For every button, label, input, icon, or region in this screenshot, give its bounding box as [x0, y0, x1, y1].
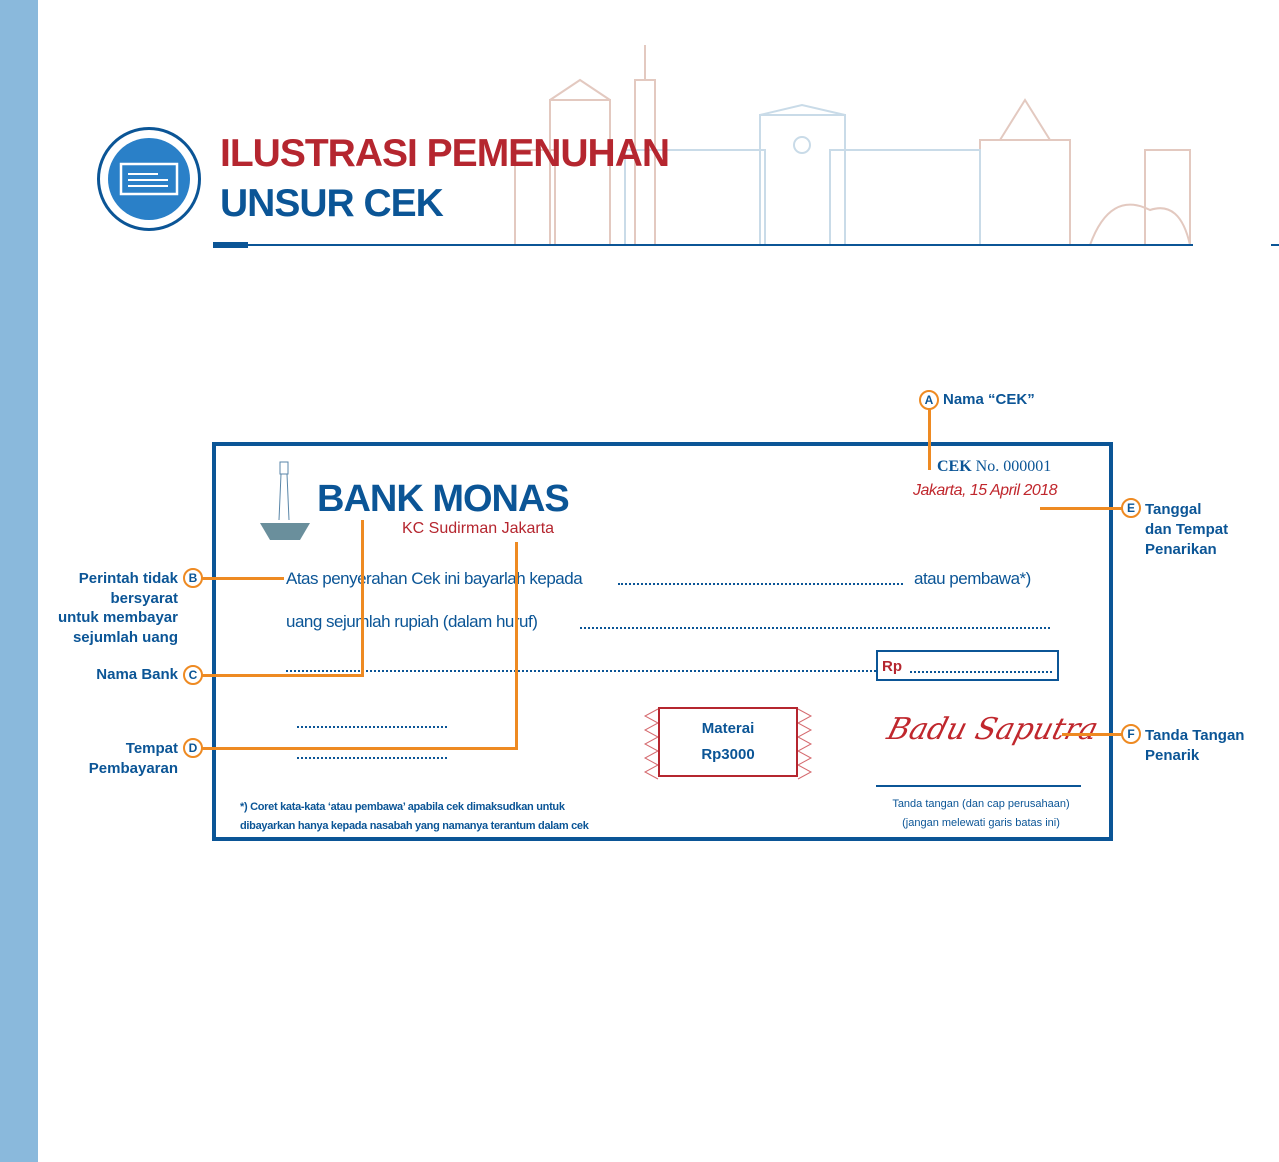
amount-figure-field	[910, 671, 1052, 673]
rp-label: Rp	[882, 658, 902, 675]
bank-name: BANK MONAS	[317, 478, 570, 520]
city-skyline-illustration	[514, 45, 1191, 245]
divider-tick	[1271, 244, 1279, 246]
monas-monument-logo	[260, 461, 310, 540]
badge-d: D	[183, 738, 203, 758]
footnote-1: *) Coret kata-kata ‘atau pembawa’ apabil…	[240, 801, 565, 813]
cheque	[212, 442, 1113, 841]
side-stripe	[0, 0, 38, 1162]
payment-place-field-1	[297, 726, 447, 728]
bank-branch: KC Sudirman Jakarta	[402, 520, 555, 537]
payee-field	[618, 583, 903, 585]
footnote-2: dibayarkan hanya kepada nasabah yang nam…	[240, 820, 589, 832]
signature: Badu Saputra	[883, 712, 1102, 747]
signature-caption-1: Tanda tangan (dan cap perusahaan)	[892, 798, 1070, 810]
connector-b	[202, 577, 284, 580]
label-c: Nama Bank	[96, 666, 178, 683]
connector-f	[1062, 733, 1122, 736]
amount-words-field	[580, 627, 1050, 629]
badge-f: F	[1121, 724, 1141, 744]
cheque-number: CEK No. 000001	[937, 458, 1052, 475]
page-title-line1: ILUSTRASI PEMENUHAN	[220, 132, 670, 175]
bearer-text: atau pembawa*)	[914, 569, 1031, 588]
badge-c: C	[183, 665, 203, 685]
header-divider	[213, 244, 1193, 246]
signature-line	[876, 785, 1081, 787]
amount-words-label: uang sejumlah rupiah (dalam huruf)	[286, 612, 538, 631]
cheque-icon	[108, 138, 190, 220]
date-place: Jakarta, 15 April 2018	[913, 482, 1058, 499]
pay-to-text: Atas penyerahan Cek ini bayarlah kepada	[286, 569, 583, 588]
connector-c-vertical	[361, 520, 364, 677]
connector-d	[202, 747, 518, 750]
header-icon-ring	[97, 127, 201, 231]
connector-a	[928, 408, 931, 470]
connector-d-vertical	[515, 542, 518, 750]
amount-words-field-2	[286, 670, 876, 672]
stamp-zigzag	[643, 708, 813, 780]
badge-e: E	[1121, 498, 1141, 518]
signature-caption-2: (jangan melewati garis batas ini)	[902, 817, 1060, 829]
connector-e	[1040, 507, 1122, 510]
stamp-value: Rp3000	[701, 746, 755, 763]
amount-figure-box: Rp	[876, 650, 1059, 681]
stamp-duty-box: Materai Rp3000	[658, 707, 798, 777]
connector-c	[202, 674, 364, 677]
badge-a: A	[919, 390, 939, 410]
payment-place-field-2	[297, 757, 447, 759]
label-a: Nama “CEK”	[943, 391, 1035, 408]
stamp-label: Materai	[701, 720, 755, 737]
badge-b: B	[183, 568, 203, 588]
page-title-line2: UNSUR CEK	[220, 182, 444, 225]
header-divider-accent	[213, 242, 248, 248]
